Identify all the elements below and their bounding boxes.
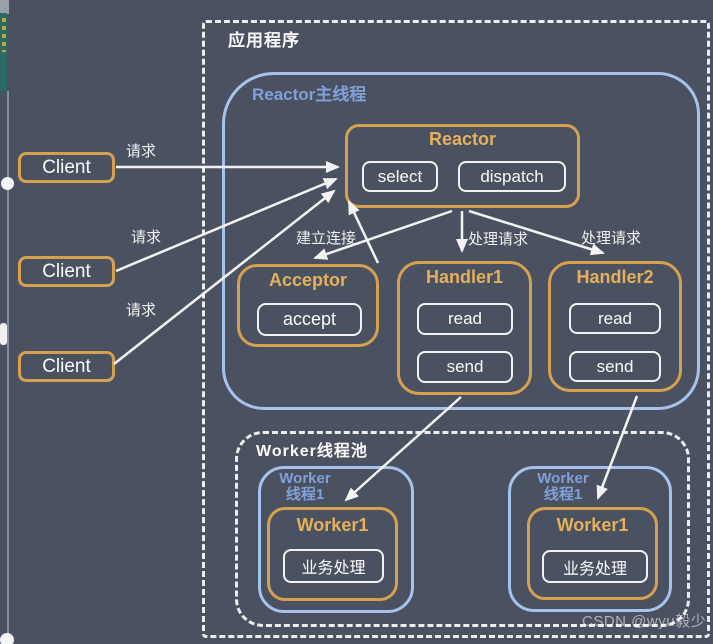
worker1-title: Worker1	[296, 515, 369, 535]
request-label-2: 请求	[131, 229, 162, 246]
csdn-watermark: CSDN @wyu毅少	[582, 613, 707, 630]
handler2-node	[548, 261, 682, 392]
scrubber-dot[interactable]	[1, 177, 14, 190]
accept-box: accept	[257, 303, 362, 336]
worker-pool-label: Worker线程池	[256, 443, 368, 460]
worker-thread1-label-line1: Worker	[279, 470, 331, 487]
worker-thread2-label-line1: Worker	[537, 470, 589, 487]
teal-edge-strip	[0, 13, 7, 91]
reactor-title: Reactor	[428, 129, 497, 149]
client-box-1: Client	[18, 152, 115, 183]
screen-edge-sliver	[0, 0, 9, 14]
handle-request-label-1: 处理请求	[468, 231, 529, 248]
handler2-title: Handler2	[576, 267, 654, 287]
worker-thread1-box	[258, 466, 414, 613]
handler1-read-box: read	[417, 303, 513, 335]
application-label: 应用程序	[228, 31, 300, 50]
worker2-title: Worker1	[556, 515, 629, 535]
scrubber-dot-bottom[interactable]	[0, 633, 14, 644]
request-label-1: 请求	[126, 143, 157, 160]
worker2-task-box: 业务处理	[542, 550, 648, 583]
handle-request-label-2: 处理请求	[581, 230, 642, 247]
handler1-title: Handler1	[425, 267, 504, 287]
client-box-3: Client	[18, 351, 115, 382]
worker2-node	[527, 507, 658, 600]
worker1-node	[267, 507, 398, 601]
worker-pool-box	[235, 431, 690, 627]
handler2-send-box: send	[569, 351, 661, 382]
worker1-task-box: 业务处理	[283, 549, 384, 583]
worker-thread1-label: Worker 线程1	[255, 471, 355, 503]
worker-thread2-label: Worker 线程1	[516, 471, 610, 503]
handler1-node	[397, 261, 532, 395]
timeline-line	[7, 91, 9, 644]
handler2-read-box: read	[569, 303, 661, 334]
yellow-dash-marks	[2, 18, 6, 52]
scrollbar-thumb[interactable]	[0, 323, 7, 345]
dispatch-box: dispatch	[458, 161, 566, 192]
worker-thread2-label-line2: 线程1	[543, 486, 583, 503]
connect-label: 建立连接	[296, 230, 357, 247]
handler1-send-box: send	[417, 351, 513, 383]
worker-thread2-box	[508, 466, 672, 612]
reactor-main-thread-label: Reactor主线程	[252, 85, 367, 104]
select-box: select	[362, 161, 438, 192]
reactor-node	[345, 124, 580, 208]
client-box-2: Client	[18, 256, 115, 287]
request-label-3: 请求	[126, 302, 157, 319]
acceptor-title: Acceptor	[268, 270, 348, 290]
worker-thread1-label-line2: 线程1	[285, 486, 325, 503]
